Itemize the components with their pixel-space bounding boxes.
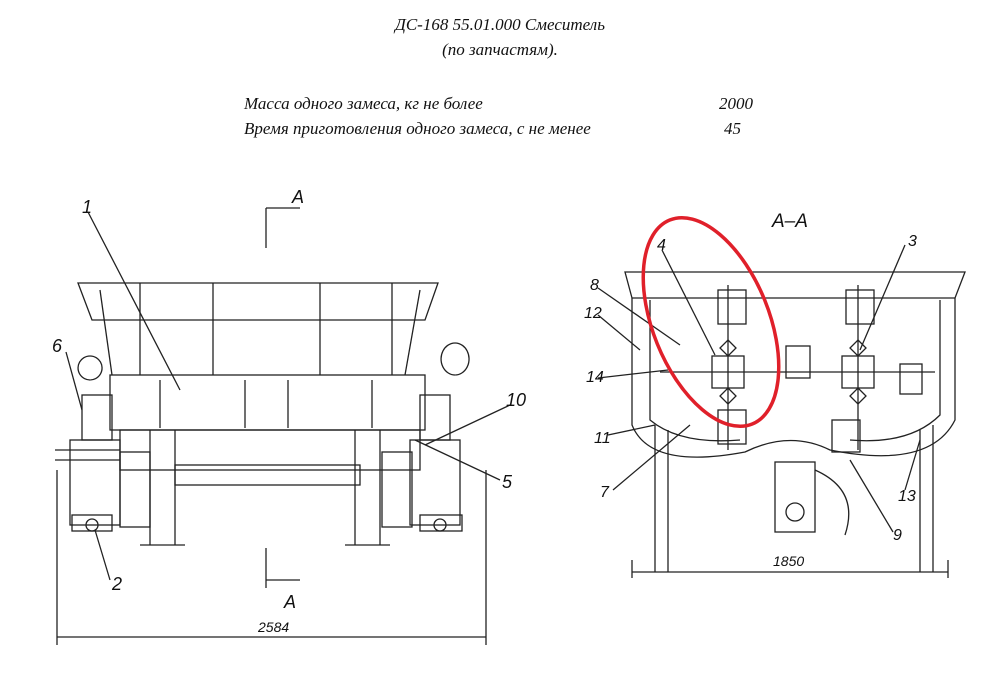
spec-label-mass: Масса одного замеса, кг не более [244, 94, 483, 113]
section-mark-bottom: A [283, 592, 296, 612]
section-view [597, 244, 966, 578]
spec-label-time: Время приготовления одного замеса, с не … [244, 119, 591, 138]
callout-2: 2 [111, 574, 122, 594]
callout-9: 9 [893, 527, 902, 544]
section-mark-top: A [291, 187, 304, 207]
callout-13: 13 [898, 488, 916, 505]
callout-14: 14 [586, 369, 604, 386]
callout-8: 8 [590, 277, 599, 294]
spec-value-mass: 2000 [719, 94, 753, 113]
highlight-ellipse [641, 215, 781, 429]
dimension-front-width: 2584 [257, 619, 289, 635]
drawing-subtitle: (по запчастям). [442, 40, 558, 59]
callout-6: 6 [52, 336, 63, 356]
callout-7: 7 [600, 484, 610, 501]
callout-10: 10 [506, 390, 526, 410]
callout-1: 1 [82, 197, 92, 217]
callout-4: 4 [657, 237, 666, 254]
callout-12: 12 [584, 305, 602, 322]
spec-value-time: 45 [724, 119, 741, 138]
dimension-section-width: 1850 [773, 553, 804, 569]
drawing-title: ДС-168 55.01.000 Смеситель [395, 15, 605, 34]
callout-11: 11 [594, 430, 611, 447]
section-title: A–A [771, 211, 808, 232]
callout-3: 3 [908, 233, 917, 250]
front-view [55, 207, 511, 645]
callout-5: 5 [502, 472, 513, 492]
